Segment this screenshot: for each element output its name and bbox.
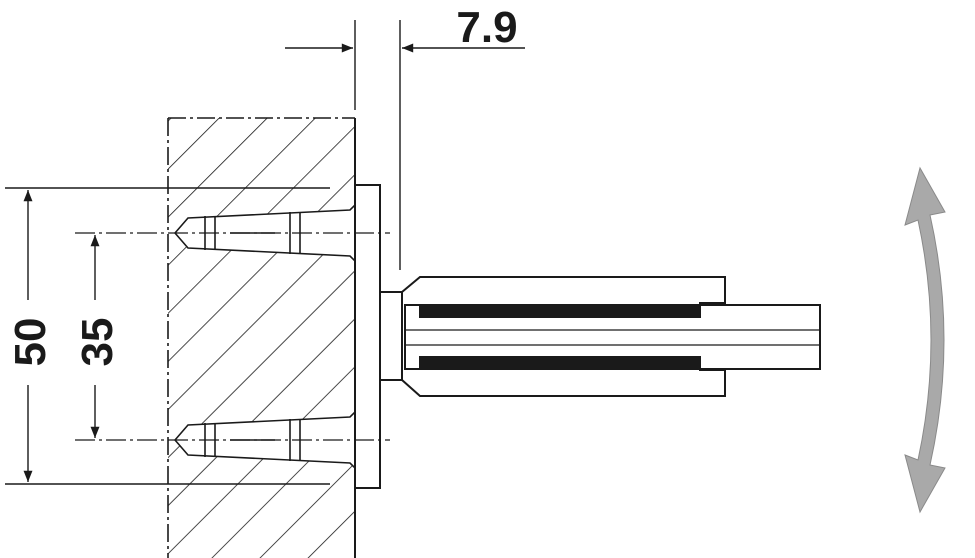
wall-section <box>167 117 356 558</box>
dimension-label-35: 35 <box>73 318 122 367</box>
glass-clamp <box>401 276 821 397</box>
mounting-plate <box>354 184 403 489</box>
dimension-50 <box>5 187 330 485</box>
rotation-double-arrow-icon <box>904 166 946 514</box>
dimension-label-7-9: 7.9 <box>456 3 517 52</box>
dimension-label-50: 50 <box>6 318 55 367</box>
dimension-7-9 <box>285 20 525 270</box>
